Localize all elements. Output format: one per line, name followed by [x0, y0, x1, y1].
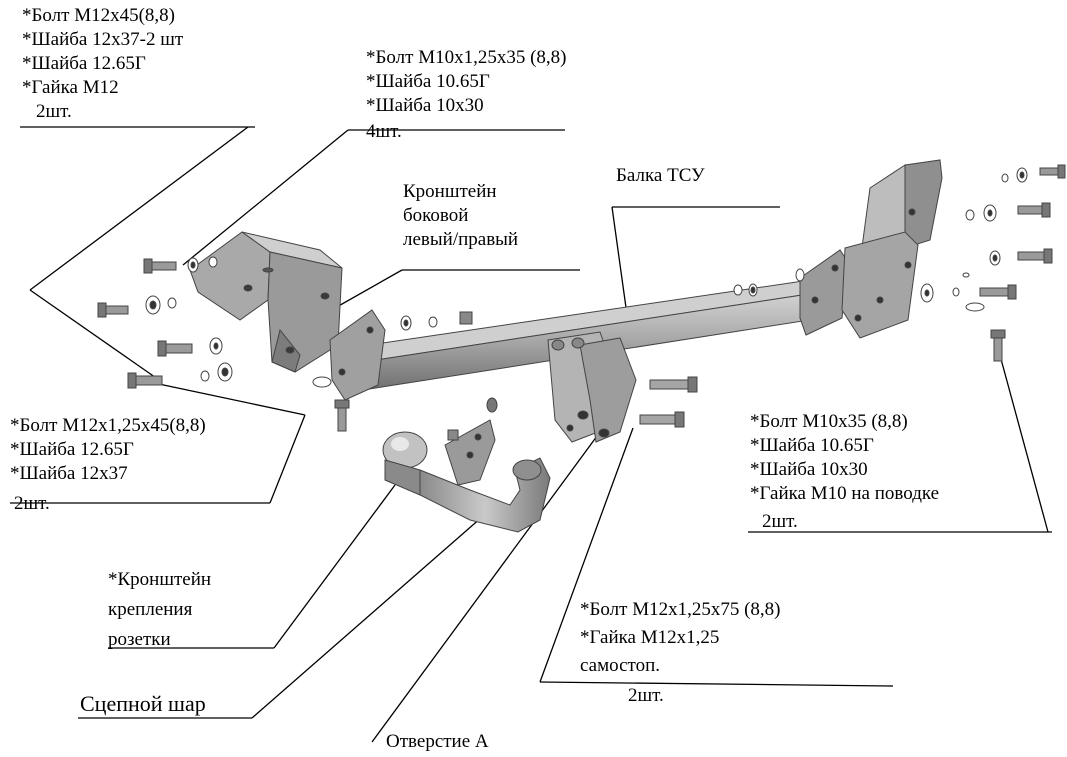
bottom-right-line-1: *Болт М12х1,25х75 (8,8) [580, 599, 781, 620]
side-bracket-label: Кронштейн боковой левый/правый [403, 180, 518, 252]
top-left-line-2: *Шайба 12х37-2 шт [22, 29, 184, 50]
left-mid-quantity: 2шт. [14, 493, 50, 514]
bottom-right-quantity: 2шт. [628, 685, 664, 706]
right-mid-line-1: *Болт М10х35 (8,8) [750, 411, 908, 432]
socket-bracket-line-2: крепления [108, 599, 193, 620]
bottom-right-fasteners-label: *Болт М12х1,25х75 (8,8) *Гайка М12х1,25 … [580, 598, 781, 708]
right-mid-quantity: 2шт. [762, 511, 798, 532]
bottom-right-line-2: *Гайка М12х1,25 [580, 627, 720, 648]
side-bracket-line-2: боковой [403, 205, 469, 226]
right-mid-fasteners-label: *Болт М10х35 (8,8) *Шайба 10.65Г *Шайба … [750, 410, 939, 534]
left-side-bracket [189, 231, 343, 373]
top-left-fasteners-label: *Болт М12х45(8,8) *Шайба 12х37-2 шт *Шай… [22, 4, 183, 124]
right-side-bracket [841, 159, 943, 339]
top-left-line-1: *Болт М12х45(8,8) [22, 5, 175, 26]
left-mid-line-2: *Шайба 12.65Г [10, 439, 134, 460]
top-mid-quantity: 4шт. [366, 121, 402, 142]
right-mid-line-3: *Шайба 10х30 [750, 459, 868, 480]
bottom-right-line-3: самостоп. [580, 655, 660, 676]
side-bracket-line-1: Кронштейн [403, 181, 497, 202]
socket-bracket-label: *Кронштейн крепления розетки [108, 568, 211, 652]
top-mid-line-1: *Болт М10х1,25х35 (8,8) [366, 47, 567, 68]
top-left-line-4: *Гайка М12 [22, 77, 119, 98]
left-mid-line-3: *Шайба 12х37 [10, 463, 128, 484]
coupling-ball-arm [382, 431, 551, 533]
fasteners [97, 164, 1066, 441]
right-mid-line-2: *Шайба 10.65Г [750, 435, 874, 456]
hole-a-label: Отверстие А [386, 731, 489, 752]
tow-hitch-mount [547, 331, 637, 443]
top-mid-line-3: *Шайба 10х30 [366, 95, 484, 116]
right-mid-line-4: *Гайка М10 на поводке [750, 483, 940, 504]
top-mid-line-2: *Шайба 10.65Г [366, 71, 490, 92]
side-bracket-line-3: левый/правый [403, 229, 519, 250]
left-mid-fasteners-label: *Болт М12х1,25х45(8,8) *Шайба 12.65Г *Ша… [10, 414, 206, 516]
top-left-quantity: 2шт. [36, 101, 72, 122]
beam-label: Балка ТСУ [616, 165, 705, 186]
socket-bracket-line-3: розетки [108, 629, 171, 650]
left-mid-line-1: *Болт М12х1,25х45(8,8) [10, 415, 206, 436]
leader-lines [10, 126, 1052, 743]
socket-bracket-line-1: *Кронштейн [108, 569, 212, 590]
top-left-line-3: *Шайба 12.65Г [22, 53, 146, 74]
socket-bracket [444, 419, 496, 486]
top-mid-fasteners-label: *Болт М10х1,25х35 (8,8) *Шайба 10.65Г *Ш… [366, 46, 567, 144]
coupling-ball-label: Сцепной шар [80, 691, 206, 716]
